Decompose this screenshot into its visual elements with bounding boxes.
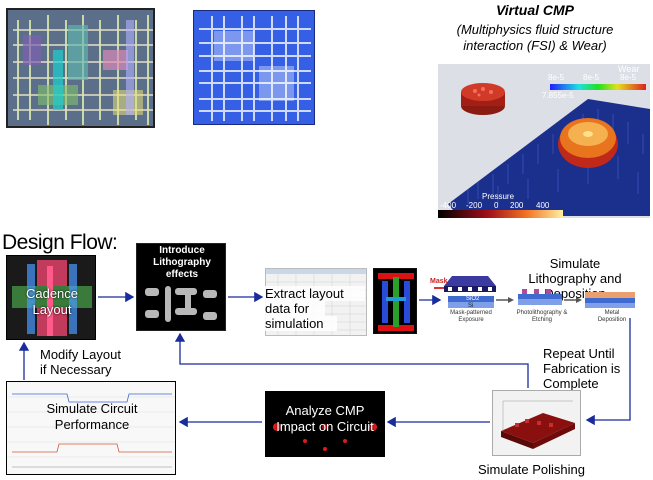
mask-label: Mask [430, 278, 448, 285]
litho-pattern [137, 282, 225, 330]
density-pattern [194, 11, 314, 124]
analyze-cmp-line2: Impact on Circuit [276, 419, 374, 434]
analyze-cmp-line1: Analyze CMP [285, 403, 365, 418]
analyze-cmp-box: Analyze CMP Impact on Circuit [265, 391, 385, 457]
lithography-box: Introduce Lithography effects [136, 243, 226, 331]
process-step-3-label: Metal Deposition [597, 310, 627, 323]
cmp-simulation-render: Wear 8e-5 8e-5 8e-5 7.855e-5 Pressure -4… [438, 64, 650, 218]
layout-pattern [8, 10, 153, 126]
pressure-legend-title: Pressure [482, 192, 515, 201]
sio2-label: SiO2 [466, 296, 480, 302]
arrow-repeat-loop [174, 332, 529, 388]
simulate-circuit-box: Simulate Circuit Performance [6, 381, 176, 475]
pressure-tick-5: 400 [536, 201, 550, 210]
extracted-layout-image [373, 268, 417, 334]
design-flow-heading: Design Flow: [2, 231, 118, 254]
cadence-label-line1: Cadence [25, 286, 79, 301]
process-diagram: Mask SiO2 Si Mask-patterned Exposure Pho… [430, 272, 648, 332]
extracted-layout-art [374, 269, 416, 333]
wear-tick-3: 8e-5 [620, 73, 637, 82]
modify-layout-line2: if Necessary [40, 362, 112, 377]
virtual-cmp-title: Virtual CMP [495, 2, 575, 18]
litho-label-line2: Lithography [153, 257, 211, 268]
repeat-line3: Complete [543, 376, 599, 391]
cadence-label-line2: Layout [32, 302, 72, 317]
simulate-circuit-line1: Simulate Circuit [46, 401, 138, 416]
cadence-layout-box: Cadence Layout [6, 255, 96, 340]
litho-label-line3: effects [165, 269, 199, 280]
repeat-line1: Repeat Until [543, 346, 615, 361]
pressure-tick-3: 0 [494, 201, 499, 210]
simulate-litho-line1: Simulate [549, 256, 601, 271]
circuit-waveforms [7, 382, 175, 474]
repeat-line2: Fabrication is [543, 361, 621, 376]
wear-tick-1: 8e-5 [548, 73, 565, 82]
pressure-tick-4: 200 [510, 201, 524, 210]
simulate-polishing-label: Simulate Polishing [478, 462, 585, 477]
arrow-process-to-polishing [585, 318, 631, 426]
cmp-3d-scene [438, 64, 650, 218]
simulate-litho-line2: Lithography and [528, 271, 622, 286]
process-steps-art [434, 276, 635, 308]
process-step-2-label: Photolithography & Etching [516, 310, 568, 323]
extract-label-line3: simulation [265, 316, 337, 331]
layout-thumbnail [6, 8, 155, 128]
extract-label-line1: Extract layout [265, 286, 365, 301]
wear-tick-2: 8e-5 [583, 73, 600, 82]
virtual-cmp-subtitle-line1: (Multiphysics fluid structure [456, 22, 614, 37]
pressure-tick-1: -400 [440, 201, 457, 210]
litho-label-line1: Introduce [159, 245, 205, 256]
polishing-render [492, 390, 581, 456]
pressure-tick-2: -200 [466, 201, 483, 210]
virtual-cmp-subtitle-line2: interaction (FSI) & Wear) [463, 38, 607, 53]
wear-legend-title: Wear [618, 64, 640, 74]
wear-min-value: 7.855e-5 [542, 91, 574, 100]
process-step-1-label: Mask-patterned Exposure [450, 310, 492, 323]
density-map [193, 10, 315, 125]
analyze-cmp-art [265, 391, 385, 457]
modify-layout-line1: Modify Layout [40, 347, 121, 362]
extract-label-line2: data for [265, 301, 325, 316]
polishing-art [493, 391, 580, 455]
simulate-circuit-line2: Performance [54, 417, 130, 432]
cadence-layout-art [7, 256, 95, 339]
si-label: Si [468, 303, 474, 309]
